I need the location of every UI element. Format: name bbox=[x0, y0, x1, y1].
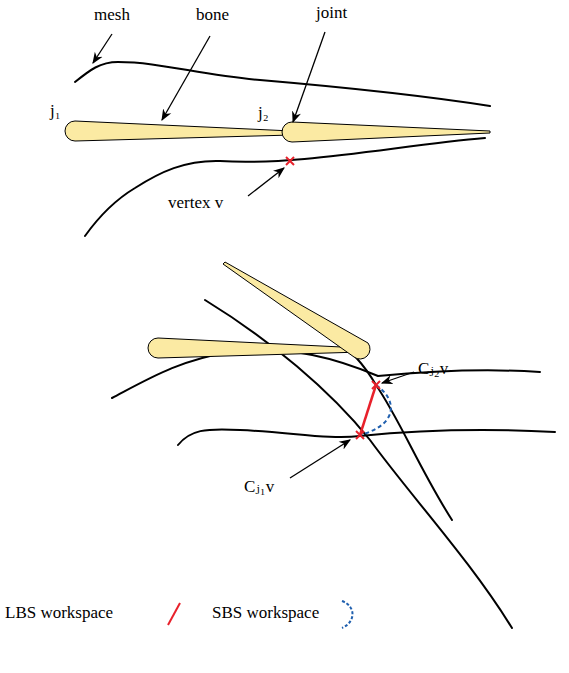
bone-shape bbox=[282, 122, 490, 142]
leader-arrow bbox=[248, 168, 284, 196]
point-mark bbox=[356, 381, 380, 439]
legend-text: SBS workspace bbox=[212, 604, 319, 623]
bone-shape bbox=[65, 121, 292, 141]
vertex-mark bbox=[286, 157, 294, 165]
part-label: mesh bbox=[94, 6, 130, 25]
transform-label: Cⱼ₁v bbox=[244, 478, 274, 497]
mesh-outline bbox=[85, 138, 485, 236]
sbs-workspace bbox=[360, 385, 391, 435]
legend-sample-arc bbox=[342, 601, 353, 628]
leader-arrow bbox=[293, 32, 325, 122]
part-label: bone bbox=[196, 6, 229, 25]
joint-name: j₁ bbox=[50, 102, 61, 121]
vertex-label: vertex v bbox=[168, 194, 223, 213]
leader-arrow bbox=[382, 372, 414, 383]
legend-sample-line bbox=[168, 603, 180, 625]
mesh-outline bbox=[75, 62, 490, 106]
bone-shape bbox=[223, 262, 370, 359]
joint-name: j₂ bbox=[258, 104, 269, 123]
lbs-workspace bbox=[360, 385, 376, 435]
bone-shape bbox=[148, 338, 362, 358]
mesh-outline bbox=[270, 296, 452, 520]
leader-arrow bbox=[93, 34, 112, 63]
part-label: joint bbox=[316, 4, 347, 23]
leader-arrow bbox=[290, 440, 350, 478]
transform-label: Cⱼ₂v bbox=[418, 360, 448, 379]
leader-arrow bbox=[162, 36, 210, 120]
legend-text: LBS workspace bbox=[5, 604, 113, 623]
